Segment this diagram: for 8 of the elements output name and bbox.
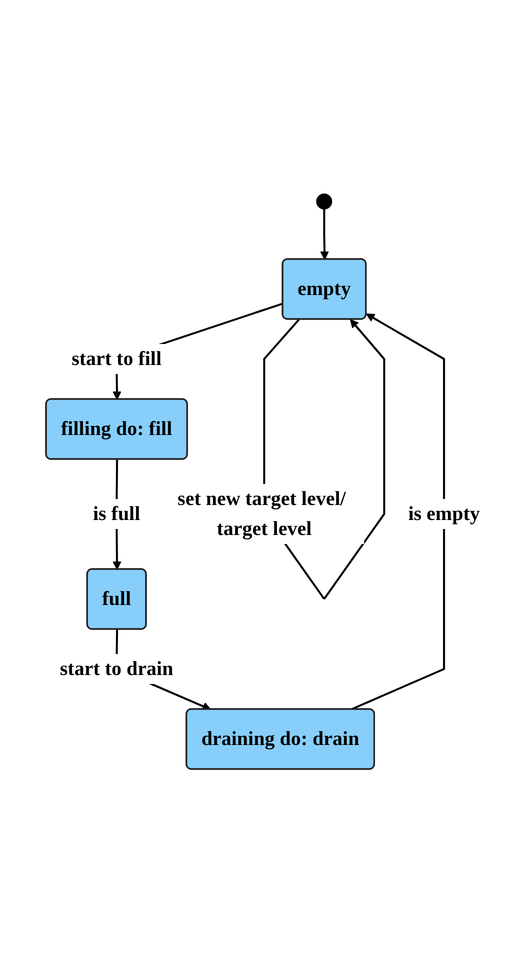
edge-label: set new target level/ target level [177,488,346,540]
edge-label: start to drain [59,658,173,680]
node-circle [316,193,332,209]
edge-label: is empty [408,502,480,524]
edge-label: is full [92,502,140,524]
arrow [350,312,445,710]
arrow [320,208,328,260]
edge-label: start to fill [71,348,162,370]
